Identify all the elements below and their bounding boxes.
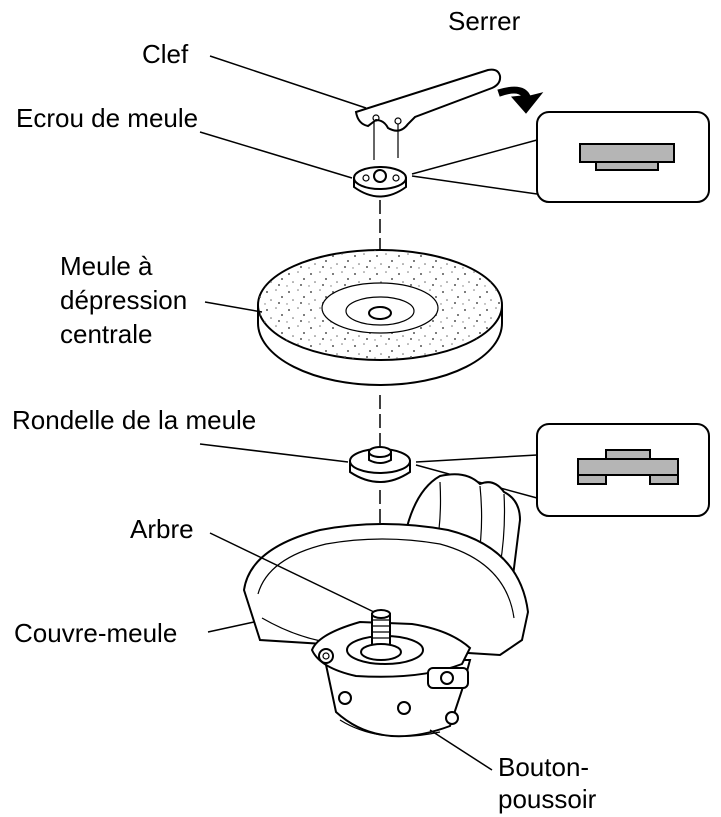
label-serrer: Serrer <box>448 6 521 36</box>
leader-ecrou <box>199 131 353 179</box>
leader-couvre <box>207 621 255 633</box>
label-couvre: Couvre-meule <box>14 618 177 648</box>
leader-meule <box>204 301 263 313</box>
label-clef: Clef <box>142 39 189 69</box>
wrench-icon <box>354 68 502 160</box>
nut-section-callout <box>411 111 710 203</box>
wheel-nut-icon <box>353 166 407 198</box>
wheel-guard-icon <box>242 523 530 657</box>
leader-clef <box>209 55 367 109</box>
depressed-center-wheel-icon <box>257 249 503 386</box>
flange-section-callout <box>415 423 710 517</box>
leader-bouton <box>429 729 493 771</box>
label-meule-line1: Meule à <box>60 251 153 281</box>
leader-arbre <box>209 532 375 613</box>
wheel-flange-icon <box>349 446 411 483</box>
gear-housing-icon <box>310 620 472 738</box>
leader-rondelle <box>199 443 349 463</box>
label-meule-line2: dépression <box>60 285 187 315</box>
label-rondelle: Rondelle de la meule <box>12 405 256 435</box>
spindle-icon <box>360 609 402 661</box>
label-bouton-line1: Bouton- <box>498 752 589 782</box>
label-meule-line3: centrale <box>60 319 153 349</box>
tighten-arrow-icon <box>497 86 544 114</box>
label-arbre: Arbre <box>130 514 194 544</box>
label-ecrou: Ecrou de meule <box>16 103 198 133</box>
label-bouton-line2: poussoir <box>498 784 597 814</box>
